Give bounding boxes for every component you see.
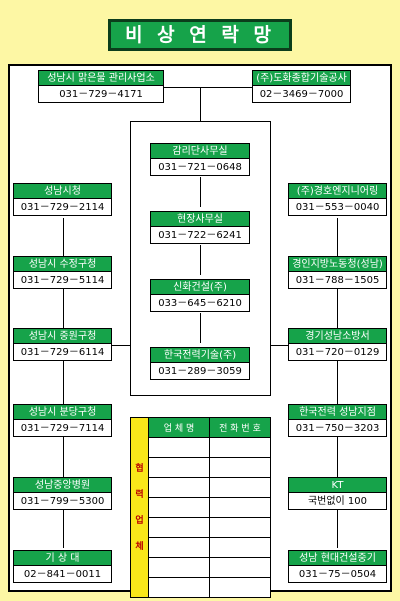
table-row	[131, 497, 271, 518]
table-row	[131, 537, 271, 558]
contact-phone: 033－645－6210	[150, 295, 250, 312]
contact-phone: 031－729－2114	[13, 199, 112, 216]
contact-name: 신화건설(주)	[150, 279, 250, 295]
contact-phone: 031－722－6241	[150, 227, 250, 244]
contact-box-center-2: 현장사무실 031－722－6241	[150, 211, 250, 244]
contact-box-left-2: 성남시 수정구청 031－729－5114	[13, 256, 112, 289]
contact-phone: 031－720－0129	[288, 344, 387, 361]
contact-phone: 031－750－3203	[288, 420, 387, 437]
contact-box-top-right: (주)도화종합기술공사 02－3469－7000	[252, 70, 351, 103]
contact-name: 성남시 수정구청	[13, 256, 112, 272]
connector	[200, 313, 201, 343]
contact-phone: 031－799－5300	[13, 493, 112, 510]
column-header-phone: 전 화 번 호	[209, 417, 271, 438]
partner-side-label: 협 력 업 체	[130, 417, 149, 598]
contact-name: 현장사무실	[150, 211, 250, 227]
contact-phone: 031－721－0648	[150, 159, 250, 176]
table-row	[131, 517, 271, 538]
connector	[130, 121, 271, 122]
connector	[200, 87, 201, 121]
contact-phone: 031－75－0504	[288, 566, 387, 583]
connector	[63, 218, 64, 548]
contact-name: 경인지방노동청(성남)	[288, 256, 387, 272]
contact-name: (주)도화종합기술공사	[252, 70, 351, 86]
contact-name: 성남 현대건설중기	[288, 550, 387, 566]
contact-box-left-6: 기 상 대 02－841－0011	[13, 550, 112, 583]
contact-box-right-1: (주)경호엔지니어링 031－553－0040	[288, 183, 387, 216]
contact-box-left-3: 성남시 중원구청 031－729－6114	[13, 328, 112, 361]
table-row	[131, 477, 271, 498]
contact-box-right-4: 한국전력 성남지점 031－750－3203	[288, 404, 387, 437]
connector	[130, 121, 131, 396]
contact-name: 한국전력기술(주)	[150, 347, 250, 363]
contact-box-left-4: 성남시 분당구청 031－729－7114	[13, 404, 112, 437]
table-row	[131, 457, 271, 478]
contact-phone: 031－729－4171	[38, 86, 164, 103]
contact-name: 성남시 맑은물 관리사업소	[38, 70, 164, 86]
contact-phone: 031－729－5114	[13, 272, 112, 289]
contact-phone: 031－553－0040	[288, 199, 387, 216]
partner-company-table: 협 력 업 체 업 체 명 전 화 번 호	[130, 417, 271, 598]
contact-name: (주)경호엔지니어링	[288, 183, 387, 199]
table-row	[131, 557, 271, 578]
contact-name: 기 상 대	[13, 550, 112, 566]
table-row	[131, 577, 271, 598]
contact-phone: 031－289－3059	[150, 363, 250, 380]
contact-phone: 국번없이 100	[288, 493, 387, 510]
contact-phone: 031－729－6114	[13, 344, 112, 361]
contact-box-center-4: 한국전력기술(주) 031－289－3059	[150, 347, 250, 380]
contact-box-center-3: 신화건설(주) 033－645－6210	[150, 279, 250, 312]
contact-box-right-6: 성남 현대건설중기 031－75－0504	[288, 550, 387, 583]
contact-box-top-left: 성남시 맑은물 관리사업소 031－729－4171	[38, 70, 164, 103]
contact-box-center-1: 감리단사무실 031－721－0648	[150, 143, 250, 176]
contact-box-right-2: 경인지방노동청(성남) 031－788－1505	[288, 256, 387, 289]
contact-box-right-5: KT 국번없이 100	[288, 477, 387, 510]
contact-name: 경기성남소방서	[288, 328, 387, 344]
contact-name: 성남시청	[13, 183, 112, 199]
contact-box-left-1: 성남시청 031－729－2114	[13, 183, 112, 216]
contact-phone: 02－3469－7000	[252, 86, 351, 103]
contact-name: 성남시 중원구청	[13, 328, 112, 344]
contact-box-left-5: 성남중앙병원 031－799－5300	[13, 477, 112, 510]
connector	[130, 395, 271, 396]
contact-phone: 02－841－0011	[13, 566, 112, 583]
connector	[200, 245, 201, 275]
connector	[337, 218, 338, 548]
contact-phone: 031－729－7114	[13, 420, 112, 437]
contact-phone: 031－788－1505	[288, 272, 387, 289]
page-title: 비 상 연 락 망	[108, 19, 292, 51]
connector	[101, 87, 252, 88]
contact-name: 성남중앙병원	[13, 477, 112, 493]
column-header-company: 업 체 명	[148, 417, 210, 438]
contact-box-right-3: 경기성남소방서 031－720－0129	[288, 328, 387, 361]
contact-name: 감리단사무실	[150, 143, 250, 159]
contact-name: 성남시 분당구청	[13, 404, 112, 420]
contact-name: 한국전력 성남지점	[288, 404, 387, 420]
connector	[200, 177, 201, 207]
connector	[270, 121, 271, 396]
table-row	[131, 437, 271, 458]
contact-name: KT	[288, 477, 387, 493]
